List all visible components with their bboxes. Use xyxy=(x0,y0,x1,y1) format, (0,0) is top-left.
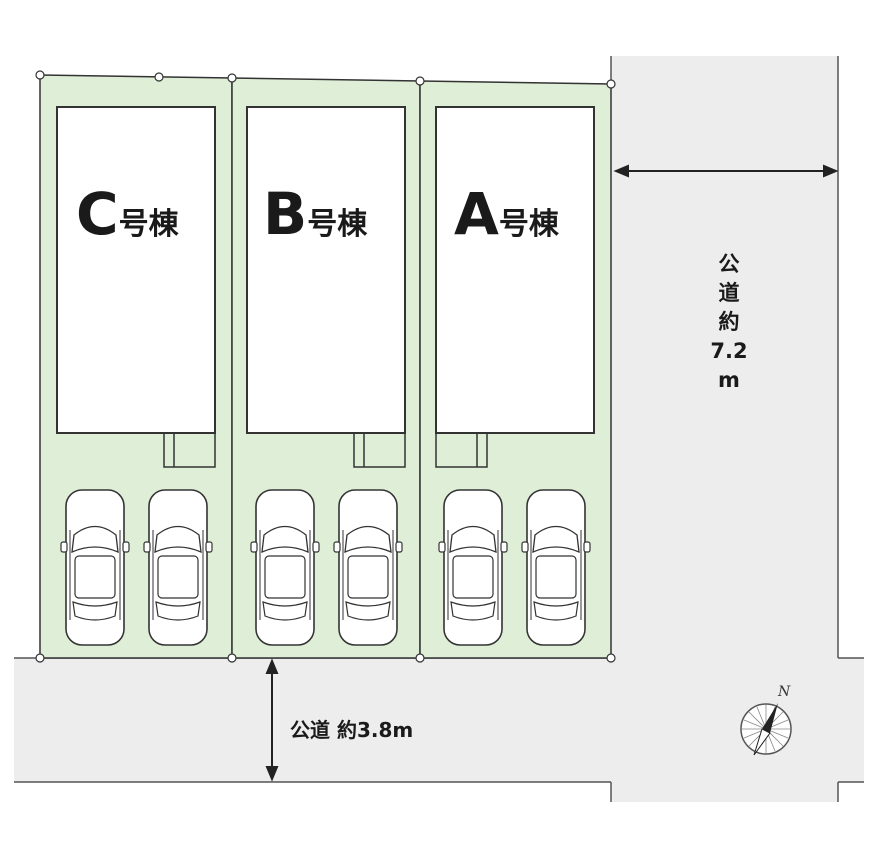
lot-c-label: C 号棟 xyxy=(76,180,179,248)
parked-car-icon xyxy=(250,489,320,646)
lot-a-suffix: 号棟 xyxy=(498,207,559,242)
compass-icon xyxy=(740,703,792,756)
road-south-label: 公道 約3.8m xyxy=(290,718,414,742)
lot-a-letter: A xyxy=(454,180,499,248)
lot-a-label: A 号棟 xyxy=(454,180,559,248)
road-east-width-arrow xyxy=(613,164,839,178)
parked-car-icon xyxy=(438,489,508,646)
lot-b-letter: B xyxy=(263,180,307,248)
parked-car-icon xyxy=(143,489,213,646)
road-east-char: 公 xyxy=(718,252,740,276)
parking-cars xyxy=(60,489,591,646)
parked-car-icon xyxy=(521,489,591,646)
house-a xyxy=(435,106,595,434)
parked-car-icon xyxy=(333,489,403,646)
lot-c-letter: C xyxy=(76,180,119,248)
road-south-width-arrow xyxy=(265,658,279,782)
road-east-char: 約 xyxy=(718,310,740,334)
road-east-char: m xyxy=(718,368,740,392)
porch-c xyxy=(163,432,216,468)
road-east xyxy=(610,56,864,802)
compass-north-label: N xyxy=(778,684,791,700)
lot-b-suffix: 号棟 xyxy=(307,207,368,242)
porch-a xyxy=(435,432,488,468)
porch-b xyxy=(353,432,406,468)
road-east-char: 7.2 xyxy=(710,339,748,363)
road-east-label: 公 道 約 7.2 m xyxy=(694,250,764,395)
house-c xyxy=(56,106,216,434)
house-b xyxy=(246,106,406,434)
lot-c-suffix: 号棟 xyxy=(118,207,179,242)
boundary-markers xyxy=(35,70,616,663)
parked-car-icon xyxy=(60,489,130,646)
road-east-char: 道 xyxy=(718,281,740,305)
lot-b-label: B 号棟 xyxy=(263,180,367,248)
